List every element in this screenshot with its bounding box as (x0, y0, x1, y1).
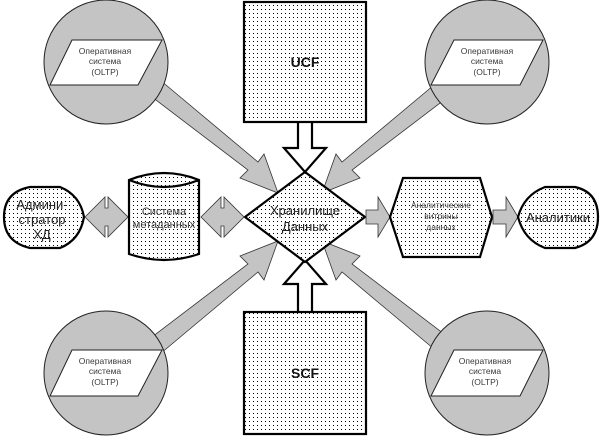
oltp-parallelogram (49, 349, 163, 397)
arrow-oltp-bottom-right-to-dw (321, 240, 453, 355)
oltp-source-top-left: Оперативная система (OLTP) (43, 0, 169, 125)
admin-label-line2: стратор (19, 212, 66, 227)
arrow-metadata-dw-bidirectional (200, 196, 245, 238)
data-marts-label-line3: данных (426, 222, 456, 232)
arrow-ucf-to-dw (281, 118, 329, 174)
data-warehouse-label-line2: Данных (282, 219, 329, 234)
oltp-label-line2: система (89, 56, 122, 66)
arrow-dw-to-marts (365, 195, 391, 239)
metadata-label-line1: Система (142, 206, 187, 218)
arrow-scf-to-dw (281, 258, 329, 316)
oltp-label-line3: (OLTP) (473, 67, 500, 77)
oltp-source-top-right: Оперативная система (OLTP) (424, 0, 550, 125)
oltp-label-line2: система (469, 366, 502, 376)
data-marts-hexagon (388, 176, 494, 259)
arrow-oltp-top-right-to-dw (321, 79, 453, 194)
oltp-source-bottom-left: Оперативная система (OLTP) (43, 310, 169, 436)
data-marts-label-line1: Аналитические (411, 200, 471, 210)
data-warehouse-diamond (243, 170, 367, 264)
scf-label: SCF (291, 365, 319, 381)
oltp-label-line1: Оперативная (461, 46, 514, 56)
oltp-label-line1: Оперативная (459, 356, 512, 366)
scf-box (242, 310, 368, 436)
oltp-source-bottom-right: Оперативная система (OLTP) (424, 310, 550, 436)
oltp-label-line1: Оперативная (79, 46, 132, 56)
metadata-cylinder-rim (128, 178, 200, 189)
oltp-label-line1: Оперативная (79, 356, 132, 366)
oltp-label-line3: (OLTP) (91, 377, 118, 387)
data-warehouse-label-line1: Хранилище (270, 203, 340, 218)
analysts-shape (516, 185, 600, 250)
oltp-label-line2: система (471, 56, 504, 66)
arrow-oltp-top-left-to-dw (147, 79, 279, 194)
data-marts-label-line2: витрины (424, 211, 457, 221)
metadata-label-line2: метаданных (133, 219, 196, 231)
oltp-label-line3: (OLTP) (91, 67, 118, 77)
oltp-label-line2: система (89, 366, 122, 376)
admin-label-line3: ХД (33, 227, 51, 242)
arrow-marts-to-analysts (492, 195, 519, 239)
ucf-label: UCF (291, 54, 320, 70)
metadata-cylinder (127, 171, 201, 262)
admin-label-line1: Админи- (16, 197, 67, 212)
oltp-label-line3: (OLTP) (471, 377, 498, 387)
ucf-box (242, 0, 368, 124)
oltp-parallelogram (430, 39, 544, 86)
admin-shape (2, 185, 86, 250)
arrow-admin-metadata-bidirectional (84, 196, 129, 238)
oltp-parallelogram (430, 349, 544, 397)
analysts-label: Аналитики (526, 210, 590, 225)
arrow-oltp-bottom-left-to-dw (147, 240, 279, 355)
oltp-parallelogram (49, 39, 163, 86)
metadata-cylinder-body (127, 171, 201, 262)
